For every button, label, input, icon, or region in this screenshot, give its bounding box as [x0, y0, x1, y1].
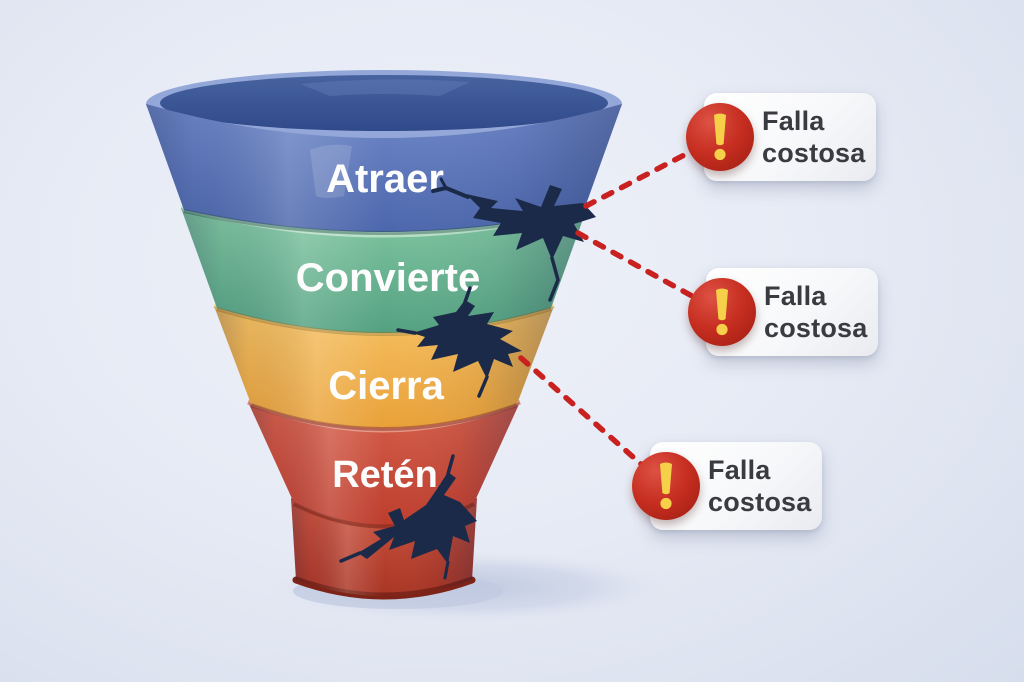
- callout-text-line2: costosa: [708, 487, 812, 517]
- funnel-stage-atraer-shape: [146, 70, 622, 235]
- callout-card-bottom: Falla costosa: [632, 442, 822, 530]
- connector-lines: [518, 149, 695, 467]
- callout-card-top: Falla costosa: [686, 93, 876, 181]
- crack-middle-icon: [396, 286, 522, 398]
- alert-icon: [632, 452, 700, 520]
- connector-line-top: [583, 149, 693, 209]
- exclamation-icon: [660, 462, 672, 510]
- alert-icon: [686, 103, 754, 171]
- crack-top-icon: [431, 177, 596, 302]
- callout-text-line1: Falla: [762, 106, 825, 136]
- callout-text-line1: Falla: [764, 281, 827, 311]
- exclamation-icon: [716, 288, 728, 336]
- alert-icon: [688, 278, 756, 346]
- funnel-stage-label-reten: Retén: [332, 454, 438, 496]
- exclamation-icon: [714, 113, 726, 161]
- connector-line-bottom: [518, 355, 644, 467]
- callout-text-line2: costosa: [764, 313, 868, 343]
- callout-text-line1: Falla: [708, 455, 771, 485]
- funnel-stage-label-cierra: Cierra: [328, 364, 444, 408]
- funnel-stage-convierte-shape: [180, 205, 588, 336]
- funnel-stage-label-atraer: Atraer: [326, 157, 444, 201]
- connector-line-middle: [575, 230, 695, 299]
- crack-bottom-icon: [339, 454, 477, 580]
- funnel-stage-label-convierte: Convierte: [296, 256, 481, 300]
- cracks: [339, 177, 596, 580]
- callout-text-line2: costosa: [762, 138, 866, 168]
- callout-card-middle: Falla costosa: [688, 268, 878, 356]
